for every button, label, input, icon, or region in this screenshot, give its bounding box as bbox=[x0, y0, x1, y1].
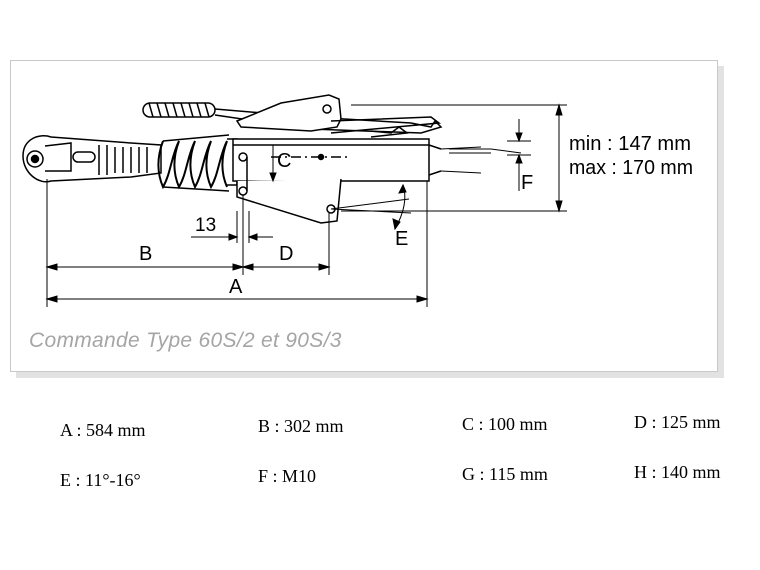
label-b: B bbox=[139, 243, 152, 265]
brake-lever bbox=[235, 94, 442, 138]
label-f: F bbox=[521, 172, 533, 194]
label-min-height: min : 147 mm bbox=[569, 133, 691, 155]
label-max-height: max : 170 mm bbox=[569, 157, 693, 179]
coupling-head bbox=[22, 135, 162, 183]
bellows bbox=[157, 134, 238, 192]
diagram-caption: Commande Type 60S/2 et 90S/3 bbox=[29, 329, 342, 352]
main-tube bbox=[232, 138, 522, 182]
dimension-b: B : 302 mm bbox=[258, 416, 344, 436]
dimension-a: A : 584 mm bbox=[60, 420, 146, 440]
dimension-c: C : 100 mm bbox=[462, 414, 548, 434]
label-13: 13 bbox=[195, 215, 216, 236]
damper-spring bbox=[142, 102, 443, 134]
dimension-table: A : 584 mm B : 302 mm C : 100 mm D : 125… bbox=[0, 400, 760, 520]
dimension-e: E : 11°-16° bbox=[60, 470, 141, 490]
dimension-lines bbox=[45, 103, 567, 307]
dimension-d: D : 125 mm bbox=[634, 412, 721, 432]
label-d: D bbox=[279, 243, 293, 265]
dimension-h: H : 140 mm bbox=[634, 462, 721, 482]
dimension-f: F : M10 bbox=[258, 466, 317, 486]
label-a: A bbox=[229, 276, 243, 298]
label-e: E bbox=[395, 228, 408, 250]
mounting-plate bbox=[236, 157, 342, 224]
diagram-card: B D A C E F 13 min : 147 mm max : 170 mm… bbox=[10, 60, 718, 372]
label-c: C bbox=[277, 150, 291, 172]
coupling-drawing: B D A C E F 13 min : 147 mm max : 170 mm bbox=[22, 94, 693, 307]
dimension-g: G : 115 mm bbox=[462, 464, 548, 484]
